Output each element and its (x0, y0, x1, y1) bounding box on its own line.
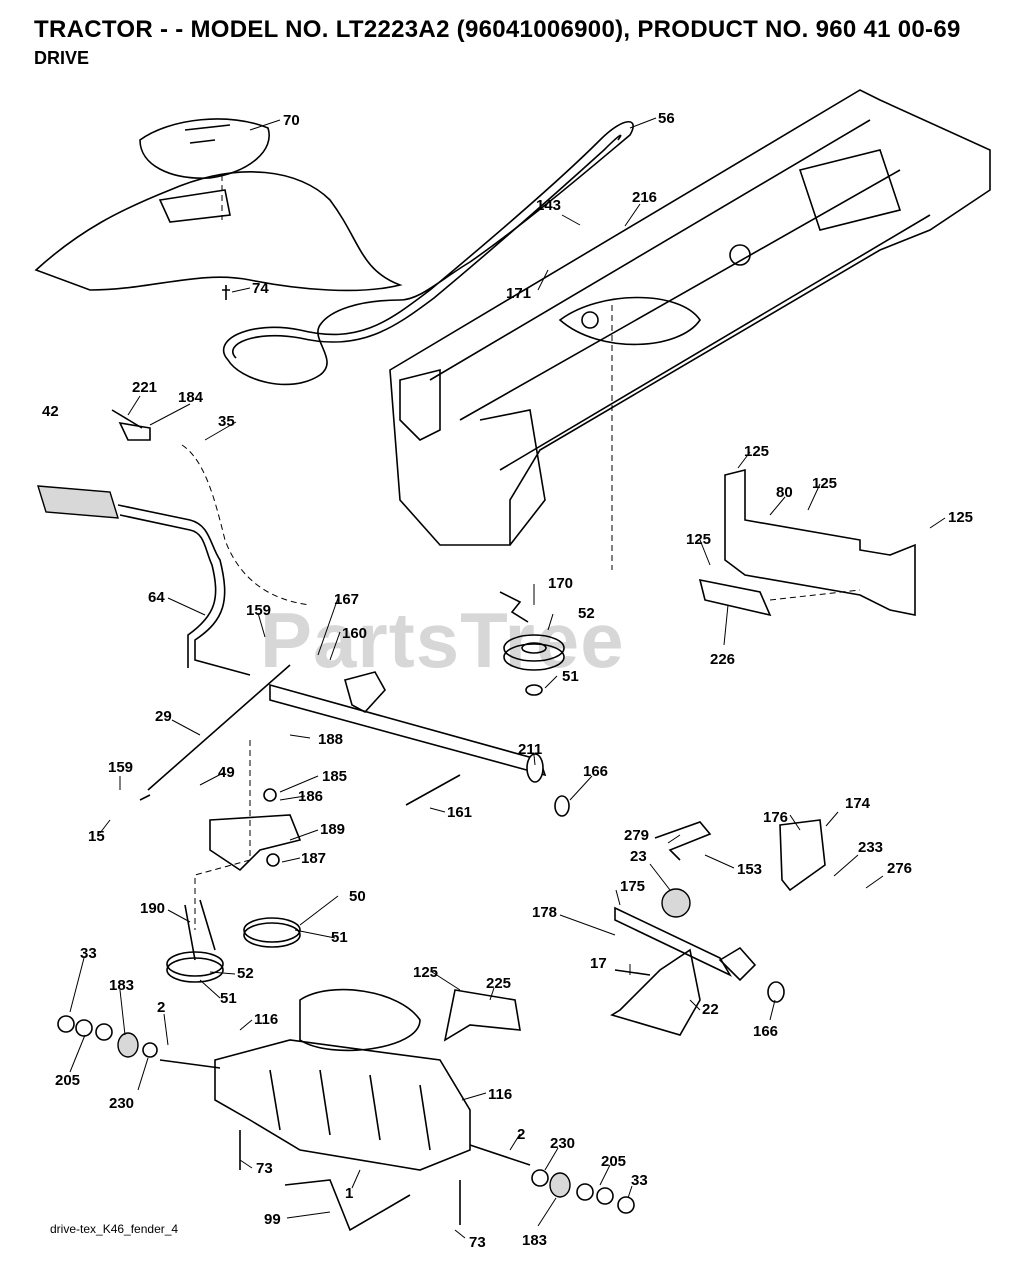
callout-276[interactable]: 276 (887, 860, 912, 877)
callout-174[interactable]: 174 (845, 795, 871, 812)
callout-186[interactable]: 186 (298, 788, 323, 805)
callout-15[interactable]: 15 (88, 828, 105, 845)
callout-125[interactable]: 125 (744, 443, 769, 460)
callout-73[interactable]: 73 (256, 1160, 273, 1177)
callout-230[interactable]: 230 (550, 1135, 575, 1152)
callout-159[interactable]: 159 (108, 759, 133, 776)
callout-225[interactable]: 225 (486, 975, 511, 992)
callout-125[interactable]: 125 (413, 964, 438, 981)
callout-171[interactable]: 171 (506, 285, 531, 302)
callout-17[interactable]: 17 (590, 955, 607, 972)
drive-belt-drawing (222, 121, 634, 386)
callout-42[interactable]: 42 (42, 403, 59, 420)
callout-99[interactable]: 99 (264, 1211, 281, 1228)
callout-167[interactable]: 167 (334, 591, 359, 608)
callout-52[interactable]: 52 (237, 965, 254, 982)
callout-153[interactable]: 153 (737, 861, 762, 878)
callout-125[interactable]: 125 (948, 509, 973, 526)
callout-23[interactable]: 23 (630, 848, 647, 865)
page-title: TRACTOR - - MODEL NO. LT2223A2 (96041006… (34, 16, 961, 43)
bracket-drawing (698, 468, 916, 617)
callout-22[interactable]: 22 (702, 1001, 719, 1018)
callout-116[interactable]: 116 (488, 1086, 512, 1103)
callout-52[interactable]: 52 (578, 605, 595, 622)
axle-hardware-drawing (57, 1015, 635, 1214)
callout-labels: 70 56 74 143 216 171 221 184 42 35 125 8… (42, 110, 973, 1251)
callout-233[interactable]: 233 (858, 839, 883, 856)
callout-230[interactable]: 230 (109, 1095, 134, 1112)
callout-51[interactable]: 51 (562, 668, 579, 685)
callout-183[interactable]: 183 (109, 977, 134, 994)
callout-35[interactable]: 35 (218, 413, 235, 430)
callout-226[interactable]: 226 (710, 651, 735, 668)
callout-64[interactable]: 64 (148, 589, 165, 606)
callout-178[interactable]: 178 (532, 904, 557, 921)
callout-49[interactable]: 49 (218, 764, 235, 781)
callout-51[interactable]: 51 (220, 990, 237, 1007)
diagram-file-label: drive-tex_K46_fender_4 (50, 1222, 179, 1236)
leader-lines (69, 117, 946, 1239)
callout-125[interactable]: 125 (812, 475, 837, 492)
callout-166[interactable]: 166 (583, 763, 608, 780)
callout-160[interactable]: 160 (342, 625, 367, 642)
callout-2[interactable]: 2 (517, 1126, 525, 1143)
callout-56[interactable]: 56 (658, 110, 675, 127)
callout-189[interactable]: 189 (320, 821, 345, 838)
callout-143[interactable]: 143 (536, 197, 561, 214)
callout-211[interactable]: 211 (518, 741, 542, 758)
callout-161[interactable]: 161 (447, 804, 472, 821)
frame-drawing (389, 89, 991, 570)
callout-166[interactable]: 166 (753, 1023, 778, 1040)
callout-74[interactable]: 74 (252, 280, 269, 297)
callout-183[interactable]: 183 (522, 1232, 547, 1249)
cross-shaft-drawing (139, 664, 570, 817)
callout-33[interactable]: 33 (631, 1172, 648, 1189)
callout-33[interactable]: 33 (80, 945, 97, 962)
fender-drawing (34, 118, 403, 300)
idler-assembly-drawing (166, 740, 302, 983)
callout-125[interactable]: 125 (686, 531, 711, 548)
callout-205[interactable]: 205 (55, 1072, 80, 1089)
callout-216[interactable]: 216 (632, 189, 657, 206)
callout-1[interactable]: 1 (345, 1185, 353, 1202)
brake-linkage-drawing (443, 819, 826, 1042)
shift-rod-drawing (37, 409, 311, 676)
callout-188[interactable]: 188 (318, 731, 343, 748)
watermark-logo: PartsTree (260, 596, 625, 684)
callout-116[interactable]: 116 (254, 1011, 278, 1028)
callout-51[interactable]: 51 (331, 929, 348, 946)
callout-80[interactable]: 80 (776, 484, 793, 501)
callout-279[interactable]: 279 (624, 827, 649, 844)
callout-159[interactable]: 159 (246, 602, 271, 619)
rod-99-drawing (284, 1179, 411, 1232)
callout-221[interactable]: 221 (132, 379, 157, 396)
callout-29[interactable]: 29 (155, 708, 172, 725)
transaxle-drawing (159, 988, 531, 1225)
pulley-upper-drawing (499, 591, 565, 696)
callout-190[interactable]: 190 (140, 900, 165, 917)
callout-187[interactable]: 187 (301, 850, 326, 867)
callout-70[interactable]: 70 (283, 112, 300, 129)
callout-73[interactable]: 73 (469, 1234, 486, 1251)
callout-176[interactable]: 176 (763, 809, 788, 826)
callout-50[interactable]: 50 (349, 888, 366, 905)
callout-175[interactable]: 175 (620, 878, 645, 895)
callout-185[interactable]: 185 (322, 768, 347, 785)
callout-184[interactable]: 184 (178, 389, 204, 406)
callout-170[interactable]: 170 (548, 575, 573, 592)
callout-205[interactable]: 205 (601, 1153, 626, 1170)
callout-2[interactable]: 2 (157, 999, 165, 1016)
section-subtitle: DRIVE (34, 48, 90, 68)
